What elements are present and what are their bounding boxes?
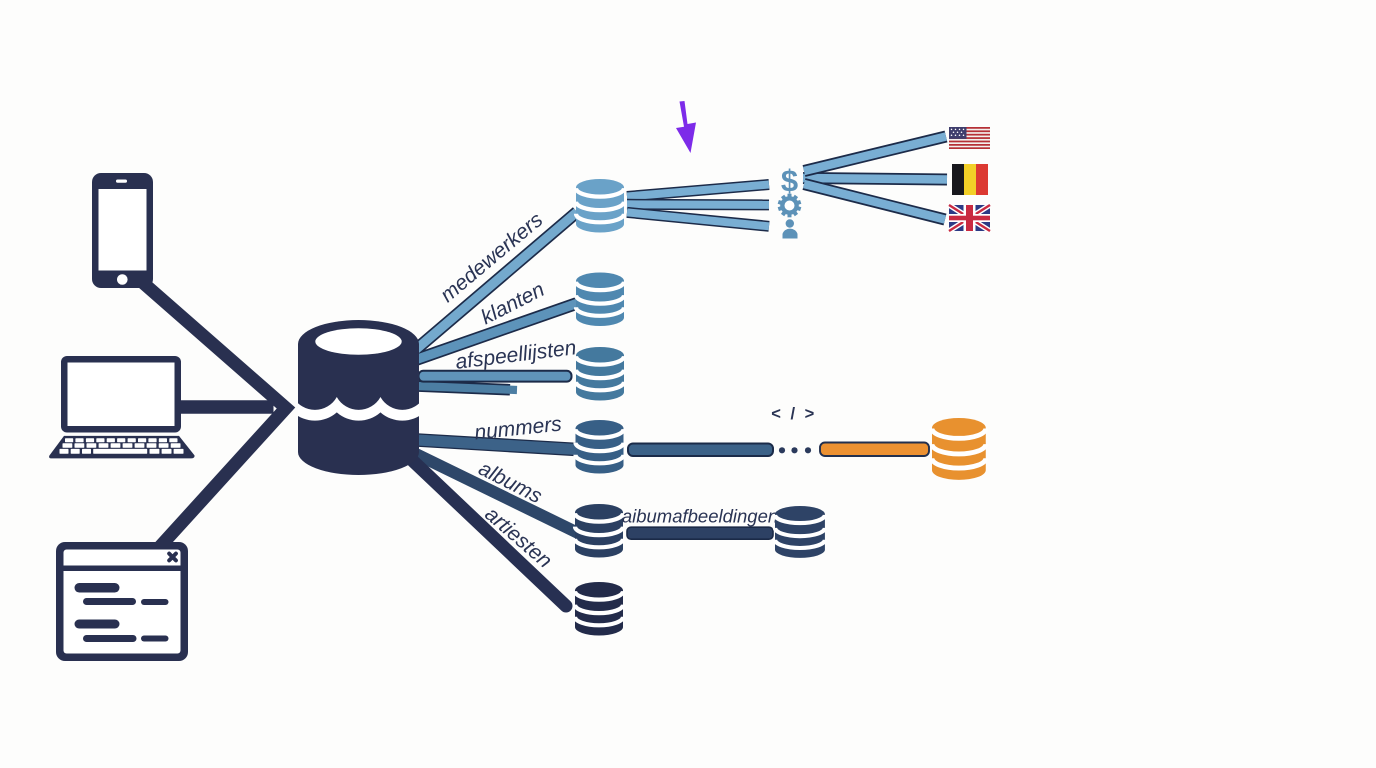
- svg-text:aibumafbeeldingen: aibumafbeeldingen: [622, 506, 778, 527]
- svg-text:$: $: [781, 163, 798, 198]
- svg-text:< / >: < / >: [771, 405, 817, 423]
